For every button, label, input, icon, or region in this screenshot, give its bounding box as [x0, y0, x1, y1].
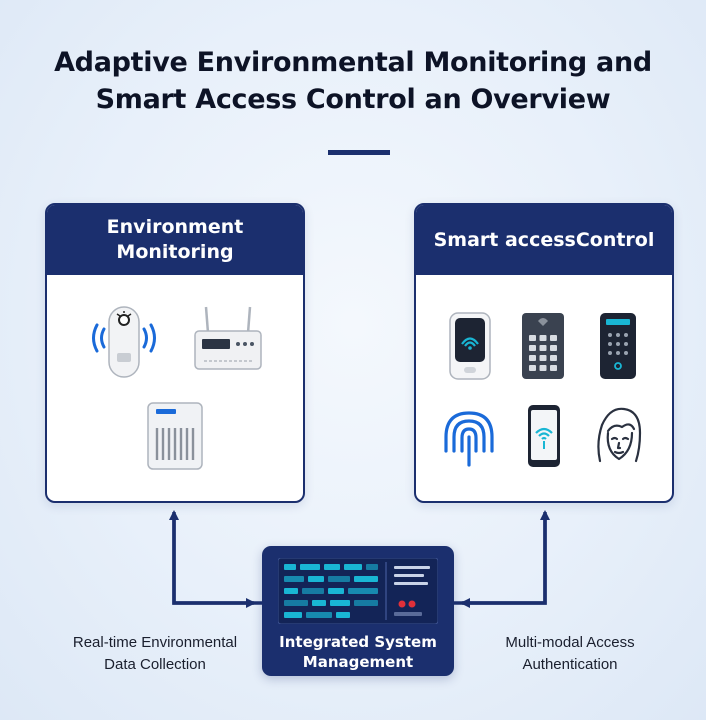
smart-access-control-panel: Smart accessControl — [414, 203, 674, 503]
touch-keypad-icon — [600, 313, 636, 379]
arrow-hub-to-environment — [169, 510, 262, 605]
arrow-hub-to-access — [454, 510, 550, 605]
left-caption-line-1: Real-time Environmental — [72, 634, 238, 651]
fingerprint-icon — [444, 411, 494, 467]
left-caption-line-2: Data Collection — [104, 656, 206, 673]
title-line-2: Smart Access Control an Overview — [95, 84, 611, 115]
dashboard-screen-icon — [278, 558, 438, 624]
arrow-access-to-hub — [460, 520, 547, 608]
hub-label-line-2: Management — [302, 653, 414, 671]
router-icon — [194, 306, 262, 370]
hub-label-line-1: Integrated System — [279, 633, 437, 651]
hub-label: Integrated System Management — [262, 632, 454, 672]
page-title: Adaptive Environmental Monitoring and Sm… — [0, 44, 706, 118]
access-devices — [416, 275, 672, 499]
access-panel-header: Smart accessControl — [416, 205, 672, 275]
title-underline — [328, 150, 390, 155]
rfid-reader-icon — [449, 312, 491, 380]
keypad-icon — [522, 313, 564, 379]
sensor-beacon-icon — [92, 306, 156, 378]
environment-heading-line-1: Environment — [106, 216, 244, 238]
right-caption-line-2: Authentication — [522, 656, 618, 673]
smartphone-nfc-icon — [528, 405, 560, 467]
environment-data-caption: Real-time Environmental Data Collection — [40, 632, 270, 676]
environment-heading-line-2: Monitoring — [116, 241, 234, 263]
environment-panel-header: Environment Monitoring — [47, 205, 303, 275]
environment-monitoring-panel: Environment Monitoring — [45, 203, 305, 503]
integrated-system-hub: Integrated System Management — [262, 546, 454, 676]
face-recognition-icon — [597, 407, 642, 463]
air-purifier-icon — [147, 402, 203, 470]
arrow-environment-to-hub — [172, 520, 256, 608]
right-caption-line-1: Multi-modal Access — [505, 634, 635, 651]
access-heading: Smart accessControl — [433, 228, 655, 251]
environment-devices — [47, 275, 303, 499]
title-line-1: Adaptive Environmental Monitoring and — [54, 47, 652, 78]
access-authentication-caption: Multi-modal Access Authentication — [450, 632, 690, 676]
